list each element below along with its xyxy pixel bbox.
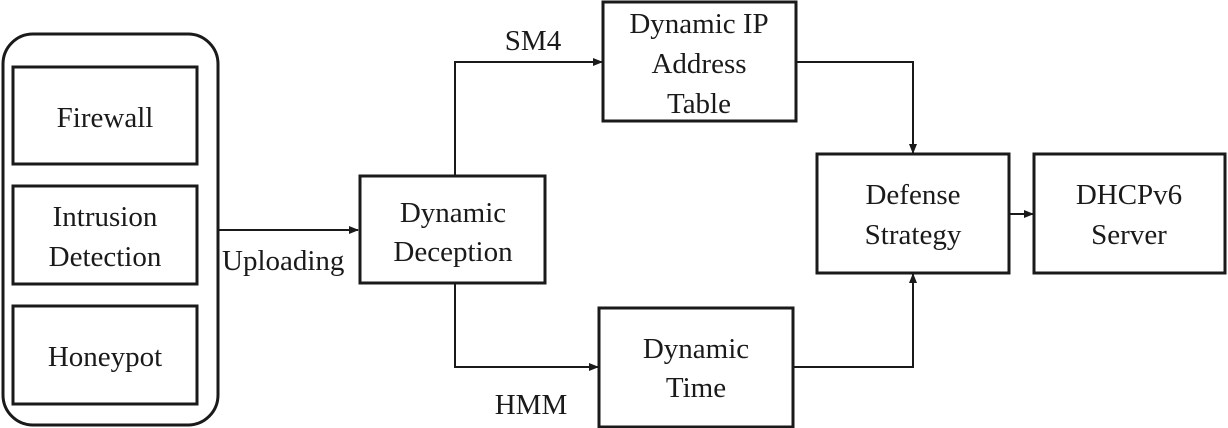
firewall-label: Firewall [57,102,154,134]
defense-strategy-box [815,152,1011,275]
ip-table-to-defense-arrow [796,61,917,154]
intrusion-detection-box [11,184,199,286]
dhcpv6-server-label-line2: Server [1091,219,1167,251]
intrusion-detection-label-line1: Intrusion [53,201,158,233]
honeypot-node: Honeypot [11,304,199,406]
defense-strategy-node: Defense Strategy [815,152,1011,275]
dynamic-deception-node: Dynamic Deception [358,174,547,285]
dynamic-deception-label-line1: Dynamic [400,197,506,229]
dynamic-time-label-line1: Dynamic [643,333,749,365]
hmm-label: HMM [495,389,568,421]
uploading-label: Uploading [222,245,344,277]
intrusion-detection-label-line2: Detection [49,241,162,273]
defense-strategy-label-line2: Strategy [865,219,962,251]
time-to-defense-arrow [793,273,917,368]
dhcpv6-server-label-line1: DHCPv6 [1076,179,1182,211]
defense-strategy-label-line1: Defense [865,179,960,211]
dhcpv6-server-node: DHCPv6 Server [1032,152,1227,275]
sm4-label: SM4 [505,25,562,57]
dynamic-ip-table-label-line1: Dynamic IP [629,8,768,40]
dynamic-ip-table-label-line3: Table [667,88,731,120]
dhcpv6-server-box [1032,152,1227,275]
dynamic-time-node: Dynamic Time [597,306,795,428]
sm4-arrow [454,58,603,176]
dynamic-deception-label-line2: Deception [393,236,513,268]
intrusion-detection-node: Intrusion Detection [11,184,199,286]
honeypot-box [11,304,199,406]
dynamic-ip-table-label-line2: Address [651,48,746,80]
hmm-arrow [454,283,599,371]
firewall-node: Firewall [11,65,199,166]
dynamic-time-label-line2: Time [666,372,726,404]
dynamic-ip-table-node: Dynamic IP Address Table [601,0,798,123]
firewall-box [11,65,199,166]
dynamic-time-box [597,306,795,428]
dynamic-deception-box [358,174,547,285]
honeypot-label: Honeypot [48,341,162,373]
